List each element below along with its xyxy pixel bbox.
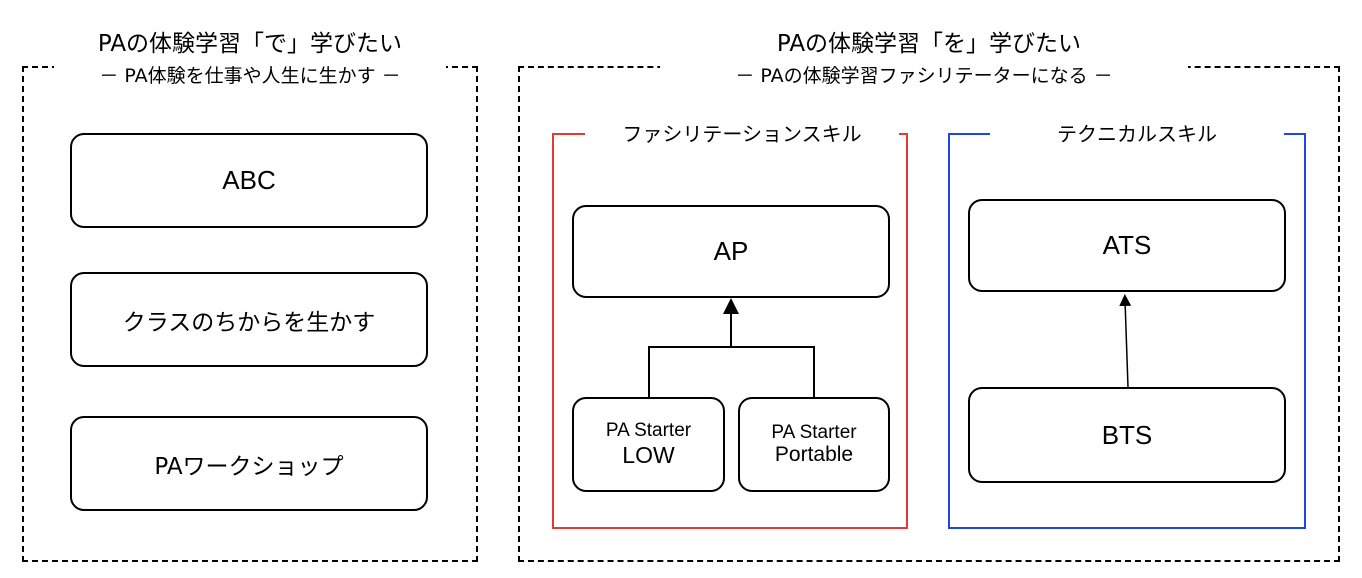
abc-node[interactable]: ABC [70, 133, 428, 228]
ats-node[interactable]: ATS [968, 199, 1286, 292]
pa-starter-low-line1: PA Starter [605, 420, 692, 442]
facilitation-skills-label: ファシリテーションスキル [585, 122, 899, 146]
class-power-node[interactable]: クラスのちからを生かす [70, 272, 428, 367]
left-panel-subtitle: － PA体験を仕事や人生に生かす － [54, 64, 446, 88]
bts-node[interactable]: BTS [968, 387, 1286, 483]
pa-starter-low-line2: LOW [622, 442, 675, 469]
left-panel-title: PAの体験学習「で」学びたい [97, 31, 403, 57]
technical-skills-label: テクニカルスキル [990, 122, 1284, 146]
pa-starter-portable-line2: Portable [774, 443, 854, 467]
ap-node[interactable]: AP [572, 205, 890, 298]
pa-workshop-node[interactable]: PAワークショップ [70, 416, 428, 511]
pa-starter-portable-node[interactable]: PA Starter Portable [738, 397, 890, 492]
pa-starter-portable-line1: PA Starter [771, 421, 857, 443]
pa-starter-low-node[interactable]: PA Starter LOW [572, 397, 725, 492]
right-panel-title: PAの体験学習「を」学びたい [776, 31, 1082, 57]
right-panel-subtitle: － PAの体験学習ファシリテーターになる － [660, 64, 1188, 88]
